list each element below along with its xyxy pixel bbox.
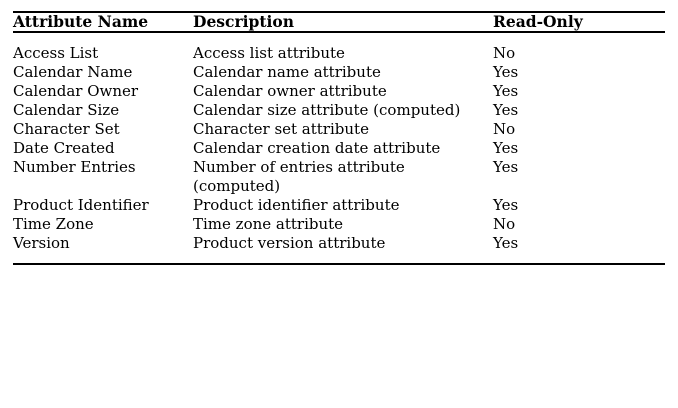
cell-read-only: No xyxy=(493,44,516,62)
table-row: Version Product version attribute Yes xyxy=(13,234,665,263)
table-row: Calendar Owner Calendar owner attribute Ye… xyxy=(13,82,665,101)
table-header-row: Attribute Name Description Read-Only xyxy=(13,13,665,31)
cell-read-only: Yes xyxy=(493,63,519,81)
table-header-rule xyxy=(13,31,665,33)
cell-attribute-name: Character Set xyxy=(13,120,120,138)
table-row: Time Zone Time zone attribute No xyxy=(13,215,665,234)
attribute-table: Attribute Name Description Read-Only xyxy=(13,13,665,31)
cell-read-only: Yes xyxy=(493,139,519,157)
table-bottom-rule xyxy=(13,263,665,265)
column-header-attribute-name: Attribute Name xyxy=(13,12,149,31)
table-top-rule xyxy=(13,11,665,13)
cell-read-only: No xyxy=(493,215,516,233)
cell-attribute-name: Calendar Name xyxy=(13,63,133,81)
cell-attribute-name: Time Zone xyxy=(13,215,94,233)
cell-description: Product version attribute xyxy=(193,234,386,252)
cell-description: Product identifier attribute xyxy=(193,196,400,214)
cell-read-only: Yes xyxy=(493,234,519,252)
cell-attribute-name: Date Created xyxy=(13,139,115,157)
cell-attribute-name: Product Identifier xyxy=(13,196,149,214)
table-row: Calendar Size Calendar size attribute (co… xyxy=(13,101,665,120)
column-header-read-only: Read-Only xyxy=(493,12,583,31)
cell-attribute-name: Calendar Size xyxy=(13,101,120,119)
cell-attribute-name: Number Entries xyxy=(13,158,136,176)
cell-description: Calendar owner attribute xyxy=(193,82,387,100)
cell-description: Access list attribute xyxy=(193,44,345,62)
cell-read-only: Yes xyxy=(493,101,519,119)
cell-description: Character set attribute xyxy=(193,120,369,138)
cell-read-only: Yes xyxy=(493,82,519,100)
cell-attribute-name: Access List xyxy=(13,44,99,62)
table-row: Calendar Name Calendar name attribute Yes xyxy=(13,63,665,82)
table-header: Attribute Name Description Read-Only xyxy=(13,13,665,31)
table-row: Product Identifier Product identifier att… xyxy=(13,196,665,215)
table-row: Date Created Calendar creation date attri… xyxy=(13,139,665,158)
column-header-description: Description xyxy=(193,12,295,31)
cell-description: Calendar size attribute (computed) xyxy=(193,101,461,119)
cell-description: Number of entries attribute (computed) xyxy=(193,158,405,195)
cell-read-only: Yes xyxy=(493,196,519,214)
cell-attribute-name: Version xyxy=(13,234,70,252)
table-row: Access List Access list attribute No xyxy=(13,33,665,63)
cell-description: Calendar creation date attribute xyxy=(193,139,441,157)
cell-read-only: No xyxy=(493,120,516,138)
cell-description: Calendar name attribute xyxy=(193,63,381,81)
attribute-table-container: Attribute Name Description Read-Only Acc… xyxy=(13,11,665,265)
cell-attribute-name: Calendar Owner xyxy=(13,82,139,100)
cell-read-only: Yes xyxy=(493,158,519,176)
table-row: Number Entries Number of entries attribut… xyxy=(13,158,665,196)
cell-description: Time zone attribute xyxy=(193,215,344,233)
table-row: Character Set Character set attribute No xyxy=(13,120,665,139)
